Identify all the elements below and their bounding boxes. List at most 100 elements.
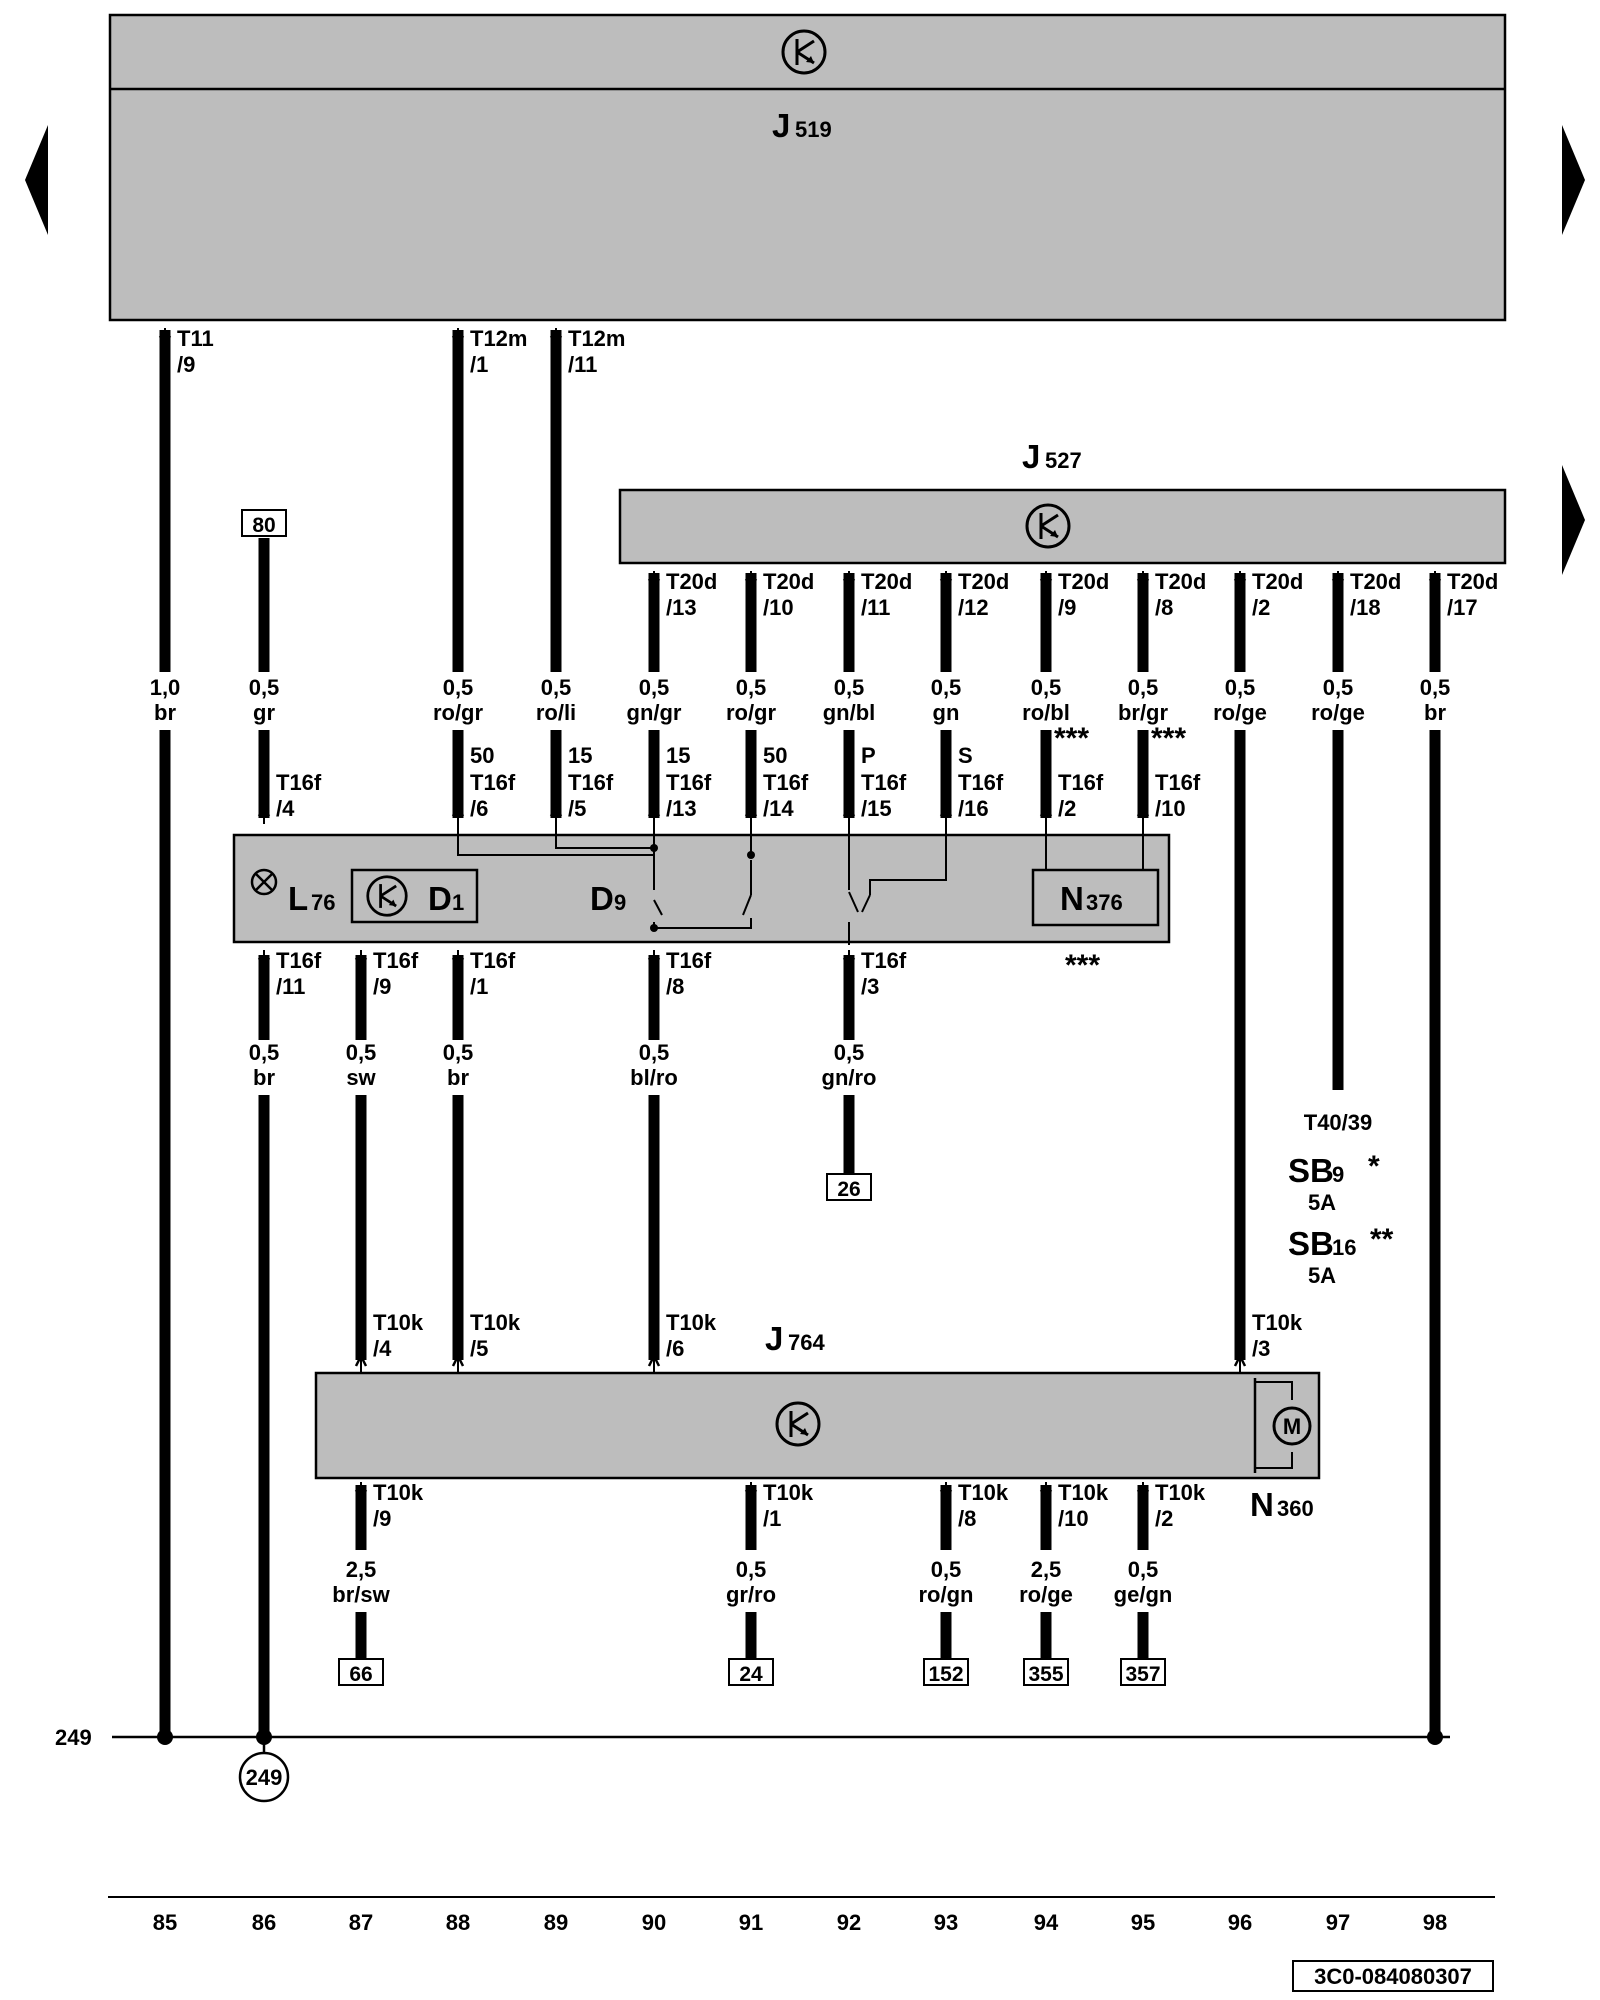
pin-91-switch-num: /14 [763,796,794,821]
pin-94-switch: T16f [1058,770,1104,795]
terminal-89: 15 [568,743,592,768]
pin-92-switch: T16f [861,770,907,795]
terminal-88: 50 [470,743,494,768]
wire-96-gauge: 0,5 [1225,675,1256,700]
sb16-letter: SB [1288,1225,1334,1262]
connector-arrow-icon [744,803,758,817]
wire-90-gauge: 0,5 [639,675,670,700]
column-number: 93 [934,1910,958,1935]
sb9-letter: SB [1288,1152,1334,1189]
pin-93-top-num: /12 [958,595,989,620]
pin-91-bottom: T10k [763,1480,814,1505]
pin-92-top: T20d [861,569,912,594]
n376-note: *** [1065,949,1100,982]
pin-96-top: T20d [1252,569,1303,594]
wire-88-color2: br [447,1065,469,1090]
module-j764-sub: 764 [788,1330,825,1355]
pin-94-top-num: /9 [1058,595,1076,620]
wire-86-gauge: 0,5 [249,675,280,700]
wire-88-gauge2: 0,5 [443,1040,474,1065]
module-j519-letter: J [772,107,790,144]
pin-91-top: T20d [763,569,814,594]
pin-87-j764: T10k [373,1310,424,1335]
column-number: 87 [349,1910,373,1935]
pin-88-j764: T10k [470,1310,521,1335]
terminal-93: S [958,743,973,768]
column-number: 98 [1423,1910,1447,1935]
wire-90-color2: bl/ro [630,1065,678,1090]
ref-box-66-label: 66 [349,1663,372,1686]
pin-88-j764-num: /5 [470,1336,488,1361]
pin-93-bottom-num: /8 [958,1506,976,1531]
pin-86-switch: T16f [276,770,322,795]
pin-94-switch-num: /2 [1058,796,1076,821]
sb9-rating: 5A [1308,1190,1336,1215]
pin-88-top-num: /1 [470,352,488,377]
pin-86-switch-num: /4 [276,796,295,821]
wire-layer: T11/91,0br0,5gr80T16f/4T16f/110,5brT16f/… [150,326,1498,1745]
wire-98-gauge: 0,5 [1420,675,1451,700]
sb16-rating: 5A [1308,1263,1336,1288]
pin-93-top: T20d [958,569,1009,594]
ground-bus: 249 249 [55,1725,1450,1803]
pin-88-below-num: /1 [470,974,488,999]
pin-90-top-num: /13 [666,595,697,620]
ref-box-80-label: 80 [252,514,275,537]
pin-98-top-num: /17 [1447,595,1478,620]
ref-box-26 [826,1173,872,1201]
pin-95-top: T20d [1155,569,1206,594]
wire-95-bottom-color: ge/gn [1114,1582,1173,1607]
pin-92-switch-num: /15 [861,796,892,821]
ref-box-357-label: 357 [1125,1663,1160,1686]
prev-page-arrow-icon[interactable] [25,125,48,235]
pin-96-j764: T10k [1252,1310,1303,1335]
column-number: 96 [1228,1910,1252,1935]
column-number: 91 [739,1910,763,1935]
document-id-box: 3C0-084080307 [1292,1960,1494,1992]
wire-95-gauge: 0,5 [1128,675,1159,700]
motor-icon [1272,1406,1312,1446]
pin-96-top-num: /2 [1252,595,1270,620]
pin-87-j764-num: /4 [373,1336,392,1361]
wire-92-gauge: 0,5 [834,675,865,700]
wire-94-gauge: 0,5 [1031,675,1062,700]
module-j527-sub: 527 [1045,448,1082,473]
wire-93-gauge: 0,5 [931,675,962,700]
next-page-arrow-icon[interactable] [1562,125,1585,235]
connector-arrow-icon [354,1353,368,1367]
ref-box-355 [1023,1658,1069,1686]
wire-98-color: br [1424,700,1446,725]
wire-85-gauge: 1,0 [150,675,181,700]
pin-95-bottom: T10k [1155,1480,1206,1505]
ground-point-label: 249 [246,1765,283,1790]
wire-90-color: gn/gr [627,700,682,725]
n360-sub: 360 [1277,1496,1314,1521]
sb9-mark: * [1368,1150,1380,1183]
wire-94-color: ro/bl [1022,700,1070,725]
ground-label: 249 [55,1725,92,1750]
pin-92-below-num: /3 [861,974,879,999]
column-number: 97 [1326,1910,1350,1935]
wire-91-color: ro/gr [726,700,777,725]
pin-93-bottom: T10k [958,1480,1009,1505]
pin-88-below: T16f [470,948,516,973]
wire-94-bottom-color: ro/ge [1019,1582,1073,1607]
terminal-90: 15 [666,743,690,768]
wire-87-gauge2: 0,5 [346,1040,377,1065]
next-page-arrow-icon[interactable] [1562,465,1585,575]
pin-95-switch: T16f [1155,770,1201,795]
document-id: 3C0-084080307 [1314,1964,1472,1989]
pin-93-switch-num: /16 [958,796,989,821]
column-number: 90 [642,1910,666,1935]
ref-box-66 [338,1658,384,1686]
ref-box-26-label: 26 [837,1178,860,1201]
wire-86-gauge2: 0,5 [249,1040,280,1065]
ref-box-24 [728,1658,774,1686]
l76-letter: L [288,880,308,917]
connector-arrow-icon [1039,803,1053,817]
wire-88-color: ro/gr [433,700,484,725]
pin-90-j764-num: /6 [666,1336,684,1361]
pin-91-switch: T16f [763,770,809,795]
module-j527-letter: J [1022,438,1040,475]
column-number: 85 [153,1910,177,1935]
